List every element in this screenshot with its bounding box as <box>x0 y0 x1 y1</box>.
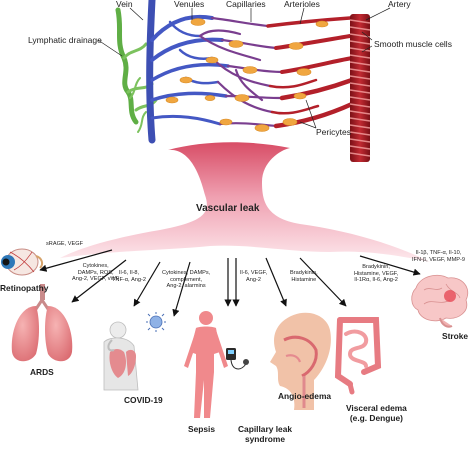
mediators-sepsis: Cytokines, DAMPs, complement, Ang-2, ala… <box>162 270 211 290</box>
capillary-bed <box>198 16 284 128</box>
label-angio-edema: Angio-edema <box>278 391 332 401</box>
arrow-retinopathy <box>39 249 113 272</box>
label-visceral-edema: Visceral edema (e.g. Dengue) <box>346 403 407 423</box>
artery <box>349 14 371 162</box>
head-section-illustration <box>270 312 331 410</box>
label-lymphatic-drainage: Lymphatic drainage <box>28 35 102 45</box>
blood-pressure-monitor-icon <box>226 348 249 370</box>
label-capillaries: Capillaries <box>226 0 266 9</box>
vascular-leak-funnel <box>60 142 430 262</box>
lymphatic-vessel <box>115 7 139 125</box>
label-retinopathy: Retinopathy <box>0 283 49 293</box>
arrow-visceral-edema <box>299 257 347 307</box>
label-covid: COVID-19 <box>124 395 163 405</box>
vein <box>146 0 156 144</box>
label-venules: Venules <box>174 0 205 9</box>
lungs-illustration <box>11 284 73 362</box>
mediators-stroke: Il-1β, TNF-α, Il-10, IFN-β, VEGF, MMP-9 <box>412 250 465 263</box>
venules <box>150 14 230 126</box>
label-artery: Artery <box>388 0 411 9</box>
human-body-illustration <box>184 311 228 418</box>
virus-icon <box>146 312 166 332</box>
arrow-sepsis <box>172 261 191 317</box>
mediators-covid: Il-6, Il-8, TNF-α, Ang-2 <box>112 270 147 283</box>
label-ards: ARDS <box>30 367 54 377</box>
mediators-capillary-leak: Il-6, VEGF, Ang-2 <box>240 270 268 283</box>
mediators-visceral-edema: Bradykinin, Histamine, VEGF, Il-1Rα, Il-… <box>354 264 399 284</box>
arrow-stroke <box>359 255 421 276</box>
top-leader-lines <box>97 7 391 129</box>
label-capillary-leak-syndrome: Capillary leak syndrome <box>238 424 293 444</box>
arterioles <box>266 16 355 129</box>
intestines-illustration <box>334 317 382 395</box>
brain-illustration <box>411 274 469 328</box>
mediators-angio-edema: Bradykinin, Histamine <box>290 270 318 283</box>
mediators-ards: Cytokines, DAMPs, ROS, Ang-2, VEGF, vWF <box>72 263 120 283</box>
arrow-angio-edema <box>265 257 287 307</box>
vascular-leak-title: Vascular leak <box>196 203 260 214</box>
label-sepsis: Sepsis <box>188 424 216 434</box>
label-pericytes: Pericytes <box>316 127 351 137</box>
pericytes <box>165 18 329 132</box>
arrow-ards <box>71 259 127 303</box>
label-smooth-muscle-cells: Smooth muscle cells <box>374 39 452 49</box>
mediators-retinopathy: sRAGE, VEGF <box>46 241 83 247</box>
eye-illustration <box>1 248 44 276</box>
label-arterioles: Arterioles <box>284 0 320 9</box>
lymphatic-branch <box>129 77 147 133</box>
arrow-covid <box>133 261 161 307</box>
covid-patient-illustration <box>103 321 139 391</box>
leak-arrows <box>39 249 421 317</box>
label-stroke: Stroke <box>442 331 469 341</box>
label-vein: Vein <box>116 0 133 9</box>
